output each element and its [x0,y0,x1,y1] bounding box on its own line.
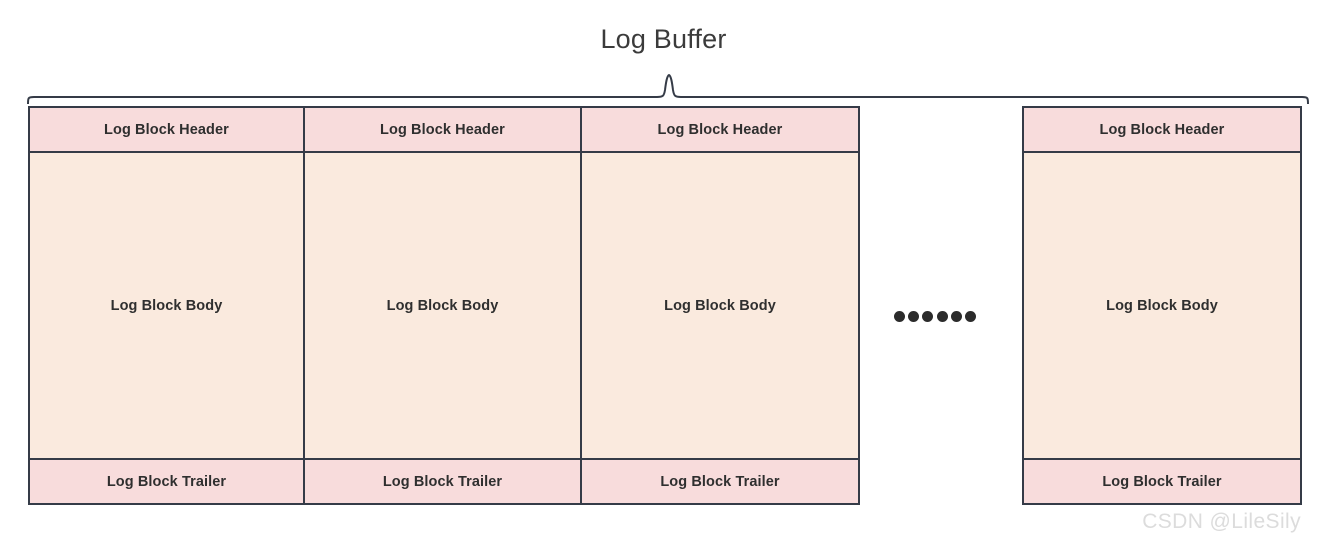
log-block-trailer: Log Block Trailer [1024,458,1300,503]
log-block-trailer: Log Block Trailer [305,458,580,503]
ellipsis-dot [950,310,962,322]
log-block-header: Log Block Header [582,108,858,153]
ellipsis-dot [922,310,934,322]
log-block: Log Block Header Log Block Body Log Bloc… [28,106,305,505]
log-block-trailer: Log Block Trailer [30,458,303,503]
ellipsis-dot [894,310,905,322]
log-block-body: Log Block Body [582,153,858,458]
page-title: Log Buffer [600,24,727,54]
watermark: CSDN @LileSily [1142,510,1301,533]
log-block-header: Log Block Header [1024,108,1300,153]
log-block: Log Block Header Log Block Body Log Bloc… [1022,106,1302,505]
ellipsis-dot [936,310,948,322]
continuation-dots [894,308,976,324]
log-block-header: Log Block Header [305,108,580,153]
curly-brace-top [20,68,1310,104]
log-block-trailer: Log Block Trailer [582,458,858,503]
log-block: Log Block Header Log Block Body Log Bloc… [303,106,582,505]
ellipsis-dot [908,310,920,322]
log-block-body: Log Block Body [30,153,303,458]
ellipsis-dot [964,310,976,322]
log-block-body: Log Block Body [1024,153,1300,458]
log-block: Log Block Header Log Block Body Log Bloc… [580,106,860,505]
log-block-header: Log Block Header [30,108,303,153]
log-block-body: Log Block Body [305,153,580,458]
curly-brace-icon [27,74,1309,104]
